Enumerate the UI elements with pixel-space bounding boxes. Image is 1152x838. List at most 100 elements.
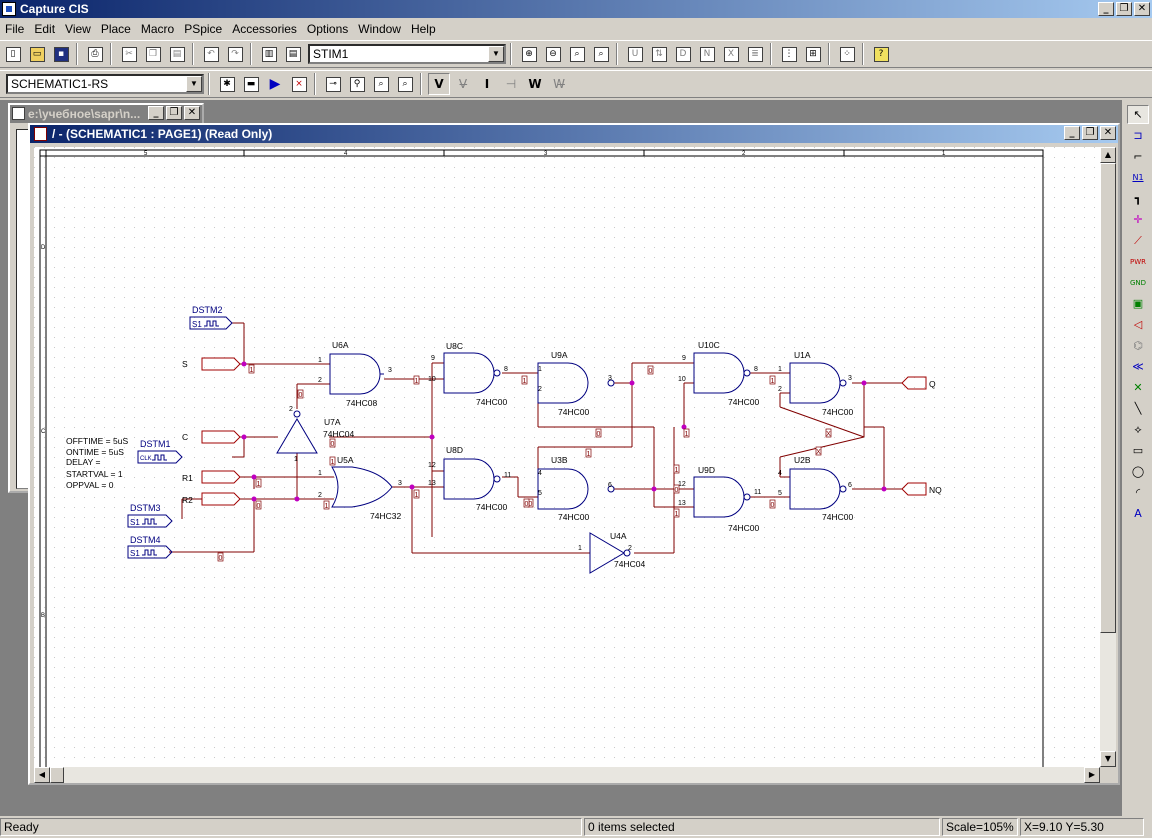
stim-dstm4[interactable]: DSTM4 S1 [127,535,173,559]
copy-icon[interactable]: ❐ [142,43,164,65]
scroll-up-button[interactable]: ▲ [1100,147,1116,163]
snap-to-grid-icon[interactable]: ⋮ [778,43,800,65]
back-annotate-icon[interactable]: ⇅ [648,43,670,65]
bias-current-button[interactable]: I [484,77,490,91]
place-text-icon[interactable]: A [1134,507,1142,520]
project-restore-button[interactable]: ❐ [166,106,182,120]
enable-voltage-icon[interactable]: V̶ [458,77,468,91]
place-off-page-connector-icon[interactable]: ≪ [1132,360,1144,373]
port-q[interactable] [901,376,927,390]
vertical-scrollbar[interactable]: ▲ ▼ [1100,147,1116,767]
horizontal-scroll-thumb[interactable] [50,767,64,783]
menu-macro[interactable]: Macro [140,21,175,36]
restore-button[interactable]: ❐ [1116,2,1132,16]
port-c[interactable] [201,430,241,444]
menu-view[interactable]: View [65,21,91,36]
tile-window-icon[interactable]: ▥ [258,43,280,65]
place-polyline-icon[interactable]: ⟡ [1134,422,1142,436]
gate-u6a[interactable] [329,353,384,395]
project-window-title[interactable]: e:\учебное\sapr\n... _ ❐ ✕ [10,105,202,123]
gate-u10c[interactable] [693,352,751,394]
voltage-differential-marker-icon[interactable]: ⚲ [346,73,368,95]
zoom-out-icon[interactable]: ⊖ [542,43,564,65]
place-arc-icon[interactable]: ◜ [1135,486,1141,499]
gate-u7a[interactable] [276,410,318,454]
new-file-icon[interactable]: ▯ [2,43,24,65]
project-minimize-button[interactable]: _ [148,106,164,120]
scroll-right-button[interactable]: ▶ [1084,767,1100,783]
print-icon[interactable]: ⎙ [84,43,106,65]
scroll-down-button[interactable]: ▼ [1100,751,1116,767]
select-arrow-icon[interactable]: ↖ [1127,105,1149,124]
port-nq[interactable] [901,482,927,496]
gate-u2b[interactable] [789,468,847,510]
place-pin-icon[interactable]: ⌬ [1133,339,1143,352]
port-r2[interactable] [201,492,241,506]
part-library-icon[interactable]: ⁘ [836,43,858,65]
project-manager-icon[interactable]: ⊞ [802,43,824,65]
annotate-icon[interactable]: U [624,43,646,65]
run-simulation-icon[interactable]: ▶ [269,76,281,92]
paste-icon[interactable]: ▤ [166,43,188,65]
place-bus-entry-icon[interactable]: ⟋ [1134,233,1142,247]
schematic-close-button[interactable]: ✕ [1100,126,1116,140]
place-part-icon[interactable]: ⊐ [1133,129,1143,142]
vertical-scroll-thumb[interactable] [1100,163,1116,633]
bias-power-button[interactable]: W [528,77,542,91]
view-results-icon[interactable]: ⨯ [288,73,310,95]
schematic-window-titlebar[interactable]: / - (SCHEMATIC1 : PAGE1) (Read Only) _ ❐… [30,125,1118,143]
voltage-marker-icon[interactable]: ⊸ [322,73,344,95]
gate-u5a[interactable] [331,466,393,508]
cut-icon[interactable]: ✂ [118,43,140,65]
gate-u4a[interactable] [589,532,631,574]
chevron-down-icon[interactable]: ▼ [488,46,504,62]
minimize-button[interactable]: _ [1098,2,1114,16]
gate-u3b[interactable] [537,468,615,510]
undo-icon[interactable]: ↶ [200,43,222,65]
menu-edit[interactable]: Edit [34,21,56,36]
redo-icon[interactable]: ↷ [224,43,246,65]
help-icon[interactable]: ? [870,43,892,65]
close-button[interactable]: ✕ [1134,2,1150,16]
place-junction-icon[interactable]: ✛ [1133,213,1143,226]
edit-simulation-icon[interactable]: ▬ [240,73,262,95]
menu-help[interactable]: Help [410,21,436,36]
place-hierarchical-block-icon[interactable]: ▣ [1132,297,1144,310]
enable-current-icon[interactable]: ⊣ [505,77,517,91]
stim-dstm1[interactable]: DSTM1 CLK [137,439,183,464]
scroll-left-button[interactable]: ◀ [34,767,50,783]
place-ellipse-icon[interactable]: ◯ [1131,465,1145,478]
drc-icon[interactable]: D [672,43,694,65]
bias-voltage-button[interactable]: V [428,73,450,95]
menu-pspice[interactable]: PSpice [184,21,223,36]
menu-accessories[interactable]: Accessories [232,21,297,36]
place-wire-icon[interactable]: ⌐ [1133,150,1143,163]
open-folder-icon[interactable]: ▭ [26,43,48,65]
place-rectangle-icon[interactable]: ▭ [1132,444,1144,457]
place-bus-icon[interactable]: ┓ [1134,192,1142,205]
schematic-drawing[interactable]: 5 4 3 2 1 D C B [34,147,1100,767]
port-r1[interactable] [201,470,241,484]
menu-file[interactable]: File [5,21,25,36]
schematic-window[interactable]: / - (SCHEMATIC1 : PAGE1) (Read Only) _ ❐… [28,123,1120,785]
cross-reference-icon[interactable]: X [720,43,742,65]
place-ground-icon[interactable]: GND [1129,278,1147,287]
menu-options[interactable]: Options [306,21,349,36]
schematic-restore-button[interactable]: ❐ [1082,126,1098,140]
save-icon[interactable]: ▪ [50,43,72,65]
place-net-alias-icon[interactable]: N1 [1132,173,1144,182]
stimulus-combo[interactable]: STIM1 ▼ [308,44,506,64]
bill-of-materials-icon[interactable]: ≣ [744,43,766,65]
gate-u1a[interactable] [789,362,847,404]
place-no-connect-icon[interactable]: ✕ [1133,381,1143,394]
stim-dstm2[interactable]: DSTM2 S1 [189,305,233,330]
gate-u8d[interactable] [443,458,501,500]
enable-power-icon[interactable]: W̶ [553,77,565,91]
zoom-all-icon[interactable]: ⌕ [590,43,612,65]
gate-u9a[interactable] [537,362,615,404]
netlist-icon[interactable]: N [696,43,718,65]
place-port-icon[interactable]: ◁ [1133,318,1143,331]
zoom-in-icon[interactable]: ⊕ [518,43,540,65]
horizontal-scrollbar[interactable]: ◀ ▶ [34,767,1100,783]
menu-place[interactable]: Place [100,21,131,36]
